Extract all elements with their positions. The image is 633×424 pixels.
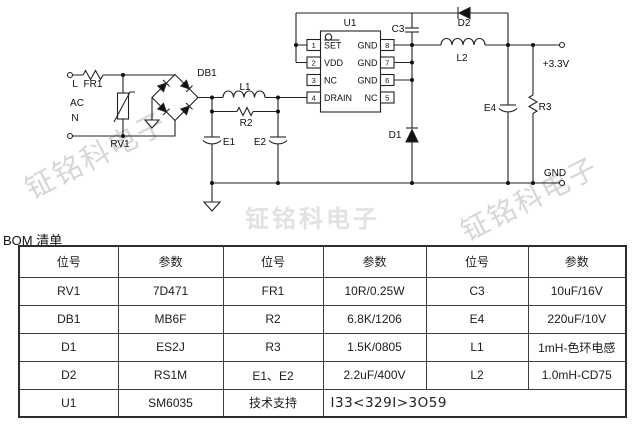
label-d1: D1	[389, 130, 402, 141]
cell-value: 6.8K/1206	[322, 304, 427, 334]
wires	[72, 12, 560, 202]
cap-e1	[202, 136, 222, 145]
pin-name-nc3: NC	[324, 76, 337, 86]
cell-value: 1.5K/0805	[322, 332, 427, 362]
label-d2: D2	[458, 18, 471, 29]
pin-name-vdd: VDD	[324, 58, 344, 68]
pin-name-set: SET	[324, 41, 342, 51]
cap-e2	[268, 136, 288, 145]
label-rv1: RV1	[110, 139, 130, 150]
label-n: N	[71, 113, 78, 124]
diode-d2	[457, 6, 471, 20]
label-e1: E1	[223, 137, 236, 148]
col-header: 位号	[222, 245, 324, 278]
ground-symbol-bridge	[143, 119, 161, 129]
label-l: L	[72, 79, 78, 90]
cell-value: 10R/0.25W	[322, 276, 427, 306]
cell-ref: L2	[425, 360, 529, 390]
pin-num-8: 8	[385, 41, 389, 50]
bom-row: RV1 7D471 FR1 10R/0.25W C3 10uF/16V	[18, 276, 627, 306]
pin-name-drain: DRAIN	[324, 93, 352, 103]
cell-value: ES2J	[117, 332, 224, 362]
cell-ref: DB1	[18, 304, 119, 334]
cell-ref: R3	[222, 332, 324, 362]
pin-num-3: 3	[312, 76, 316, 85]
label-db1: DB1	[197, 68, 217, 79]
ground-symbol-bottom	[202, 201, 222, 212]
cell-value: 220uF/10V	[527, 304, 627, 334]
pin-num-1: 1	[312, 41, 316, 50]
bom-table: 位号 参数 位号 参数 位号 参数 RV1 7D471 FR1 10R/0.25…	[18, 245, 627, 418]
cell-value: 7D471	[117, 276, 224, 306]
label-e4: E4	[484, 103, 497, 114]
cell-ref: C3	[425, 276, 529, 306]
cell-value: SM6035	[117, 388, 224, 418]
pin-num-4: 4	[312, 93, 316, 102]
bom-footer-row: U1 SM6035 技术支持 I33<329I>3O59	[18, 388, 627, 418]
label-fr1: FR1	[84, 79, 103, 90]
bridge-rectifier-db1	[151, 73, 199, 122]
cell-ref: U1	[18, 388, 119, 418]
pin-num-5: 5	[385, 93, 389, 102]
fuse-resistor-fr1	[82, 69, 104, 81]
bom-row: DB1 MB6F R2 6.8K/1206 E4 220uF/10V	[18, 304, 627, 334]
resistor-r3	[527, 94, 539, 118]
label-vout: +3.3V	[543, 59, 570, 70]
col-header: 位号	[18, 245, 119, 278]
cell-value: 10uF/16V	[527, 276, 627, 306]
cell-ref: FR1	[222, 276, 324, 306]
pin-name-gnd8: GND	[358, 41, 379, 51]
label-c3: C3	[392, 24, 405, 35]
cell-support-contact: I33<329I>3O59	[322, 388, 627, 418]
col-header: 位号	[425, 245, 529, 278]
cell-value: RS1M	[117, 360, 224, 390]
pin-num-7: 7	[385, 58, 389, 67]
varistor-rv1	[113, 91, 135, 123]
junction-dots	[121, 43, 535, 185]
col-header: 参数	[117, 245, 224, 278]
cell-ref: RV1	[18, 276, 119, 306]
cap-c3	[405, 27, 419, 33]
bom-row: D1 ES2J R3 1.5K/0805 L1 1mH-色环电感	[18, 332, 627, 362]
cell-ref: L1	[425, 332, 529, 362]
cell-value: 1.0mH-CD75	[527, 360, 627, 390]
ac-input-terminals	[66, 71, 74, 140]
pin-name-nc5: NC	[365, 93, 378, 103]
cap-e4	[498, 104, 518, 113]
label-l2: L2	[456, 53, 468, 64]
cell-value: 1mH-色环电感	[527, 332, 627, 362]
pin1-indicator-icon	[324, 33, 333, 41]
cell-ref: D1	[18, 332, 119, 362]
cell-ref: E1、E2	[222, 360, 324, 390]
bom-row: D2 RS1M E1、E2 2.2uF/400V L2 1.0mH-CD75	[18, 360, 627, 390]
diode-d1	[405, 127, 419, 143]
col-header: 参数	[322, 245, 427, 278]
cell-support-label: 技术支持	[222, 388, 324, 418]
pin-num-6: 6	[385, 76, 389, 85]
cell-ref: R2	[222, 304, 324, 334]
label-ac: AC	[70, 98, 84, 109]
pin-name-gnd7: GND	[358, 58, 379, 68]
inductor-l2	[440, 37, 486, 46]
inductor-l1	[222, 90, 266, 98]
label-r3: R3	[539, 102, 552, 113]
label-r2: R2	[240, 118, 253, 129]
col-header: 参数	[527, 245, 627, 278]
circuit-schematic: L FR1 AC N RV1 DB1 L1 R2 E1 E2 U1 C3 D2 …	[66, 6, 570, 212]
label-e2: E2	[254, 137, 267, 148]
bom-title: BOM 清单	[3, 233, 63, 248]
output-terminals	[558, 41, 566, 187]
label-gnd: GND	[544, 168, 566, 179]
pin-name-gnd6: GND	[358, 76, 379, 86]
cell-value: MB6F	[117, 304, 224, 334]
label-l1: L1	[239, 82, 251, 93]
pin-num-2: 2	[312, 58, 316, 67]
ic-u1	[306, 30, 395, 113]
cell-ref: D2	[18, 360, 119, 390]
bom-header-row: 位号 参数 位号 参数 位号 参数	[18, 245, 627, 278]
resistor-r2	[236, 106, 254, 117]
cell-value: 2.2uF/400V	[322, 360, 427, 390]
cell-ref: E4	[425, 304, 529, 334]
label-u1: U1	[344, 18, 357, 29]
